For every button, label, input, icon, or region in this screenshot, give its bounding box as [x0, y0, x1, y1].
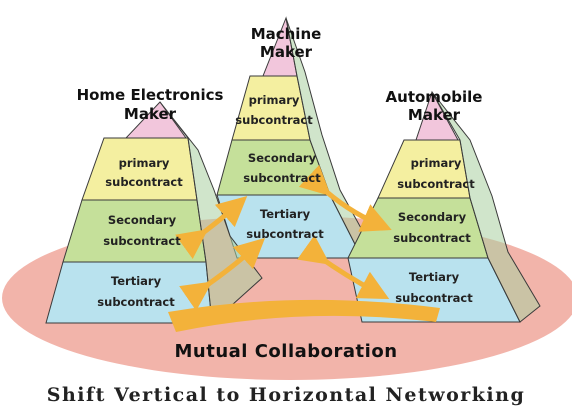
auto-tertiary-line1: Tertiary	[409, 270, 460, 284]
home-maker-label-line1: Home Electronics	[77, 86, 224, 104]
home-top-cap	[124, 101, 187, 139]
arrow-home-secondary-to-machine-secondary	[175, 196, 248, 259]
auto-maker-label-line1: Automobile	[386, 88, 483, 106]
home-secondary-line2: subcontract	[103, 234, 181, 248]
machine-primary-line2: subcontract	[235, 113, 313, 127]
auto-side-face	[431, 91, 541, 323]
auto-secondary-layer	[347, 197, 489, 259]
home-primary-line2: subcontract	[105, 175, 183, 189]
auto-primary-line1: primary	[411, 156, 462, 170]
machine-maker-label-line2: Maker	[260, 43, 313, 61]
arrow-machine-secondary-to-auto-secondary	[298, 164, 392, 232]
machine-tertiary-line1: Tertiary	[260, 207, 311, 221]
machine-tertiary-line2: subcontract	[246, 227, 324, 241]
figure-caption: Shift Vertical to Horizontal Networking	[47, 384, 526, 406]
auto-tertiary-line2: subcontract	[395, 291, 473, 305]
arrow-machine-tertiary-to-auto-tertiary	[297, 235, 390, 300]
pyramid-automobile-maker	[347, 90, 541, 323]
mutual-collaboration-label: Mutual Collaboration	[174, 341, 397, 362]
auto-primary-line2: subcontract	[397, 177, 475, 191]
machine-maker-label-line1: Machine	[251, 25, 322, 43]
machine-secondary-line1: Secondary	[248, 151, 317, 165]
home-secondary-line1: Secondary	[108, 213, 177, 227]
auto-secondary-line1: Secondary	[398, 210, 467, 224]
auto-secondary-line2: subcontract	[393, 231, 471, 245]
auto-maker-label-line2: Maker	[408, 106, 461, 124]
home-tertiary-line2: subcontract	[97, 295, 175, 309]
machine-secondary-line2: subcontract	[243, 171, 321, 185]
home-primary-line1: primary	[119, 156, 170, 170]
collaboration-arrows	[175, 164, 392, 311]
home-secondary-layer	[62, 199, 207, 263]
machine-primary-layer	[231, 75, 311, 141]
home-maker-label-line2: Maker	[124, 105, 177, 123]
home-tertiary-line1: Tertiary	[111, 274, 162, 288]
machine-primary-line1: primary	[249, 93, 300, 107]
arrow-home-tertiary-to-machine-tertiary	[179, 237, 266, 311]
auto-top-cap	[415, 90, 459, 141]
